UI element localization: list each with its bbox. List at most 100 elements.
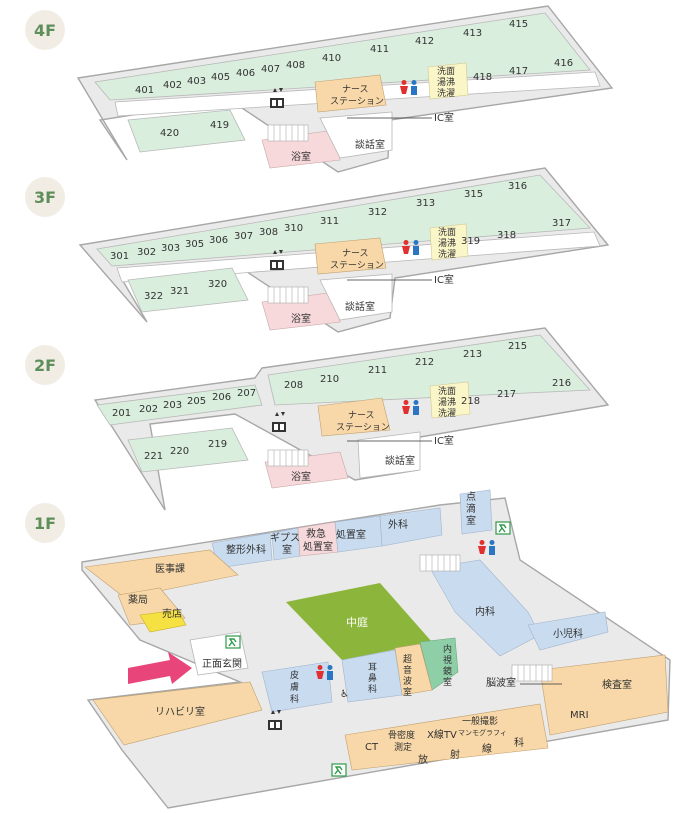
room-401: 401 (135, 85, 154, 96)
derma-3: 科 (290, 693, 299, 705)
ultrasound-4: 室 (403, 686, 412, 698)
room-308: 308 (259, 227, 278, 238)
ent-3: 科 (368, 683, 377, 695)
room-210: 210 (320, 374, 339, 385)
main-entrance: 正面玄関 (202, 657, 242, 670)
room-415: 415 (509, 19, 528, 30)
mri-room: MRI (570, 710, 589, 721)
room-307: 307 (234, 231, 253, 242)
room-206: 206 (212, 392, 231, 403)
room-306: 306 (209, 235, 228, 246)
floor-label-4f: 4F (34, 21, 56, 40)
bath-4f: 浴室 (291, 150, 311, 163)
room-420: 420 (160, 128, 179, 139)
endoscopy-4: 室 (443, 676, 452, 688)
room-220: 220 (170, 446, 189, 457)
room-215: 215 (508, 341, 527, 352)
emergency-1: 救急 (306, 527, 326, 540)
ent-1: 耳 (368, 662, 377, 673)
room-408: 408 (286, 60, 305, 71)
bath-2f: 浴室 (291, 470, 311, 483)
room-322: 322 (144, 291, 163, 302)
drip-room-1: 点 (466, 491, 476, 503)
room-407: 407 (261, 64, 280, 75)
room-315: 315 (464, 189, 483, 200)
room-319: 319 (461, 236, 480, 247)
derma-2: 膚 (290, 681, 299, 693)
xray-tv: X線TV (427, 728, 457, 741)
brainwave-room: 脳波室 (486, 676, 516, 689)
room-202: 202 (139, 404, 158, 415)
talk-room-2f: 談話室 (385, 454, 415, 467)
room-203: 203 (163, 400, 182, 411)
room-305: 305 (185, 239, 204, 250)
floor-1f: 1F ♿ (25, 489, 671, 809)
floor-label-2f: 2F (34, 356, 56, 375)
radiology-4: 科 (514, 736, 524, 749)
wash-3f-1: 洗面 (438, 226, 456, 238)
room-316: 316 (508, 181, 527, 192)
nurse-station-4f-2: ステーション (330, 96, 384, 107)
room-213: 213 (463, 349, 482, 360)
room-212: 212 (415, 357, 434, 368)
room-303: 303 (161, 243, 180, 254)
floor-label-1f: 1F (34, 514, 56, 533)
room-313: 313 (416, 198, 435, 209)
ultrasound-1: 超 (403, 653, 412, 665)
room-406: 406 (236, 68, 255, 79)
room-419: 419 (210, 120, 229, 131)
room-211: 211 (368, 365, 387, 376)
derma-1: 皮 (290, 669, 299, 681)
room-208: 208 (284, 380, 303, 391)
room-402: 402 (163, 80, 182, 91)
ic-room-4f: IC室 (434, 111, 454, 124)
internal-medicine: 内科 (475, 605, 495, 618)
floor-badge-3f (25, 177, 65, 217)
room-317: 317 (552, 218, 571, 229)
medical-affairs: 医事課 (155, 562, 185, 575)
wash-2f-1: 洗面 (438, 385, 456, 397)
room-312: 312 (368, 207, 387, 218)
drip-room-3: 室 (466, 514, 476, 527)
entrance-arrow-icon (128, 652, 192, 684)
talk-room-4f: 談話室 (355, 138, 385, 151)
floor-badge-2f (25, 345, 65, 385)
nurse-station-2f-1: ナース (348, 410, 375, 421)
nurse-station-2f-2: ステーション (336, 422, 390, 433)
ic-room-3f: IC室 (434, 273, 454, 286)
room-410: 410 (322, 53, 341, 64)
wash-3f-2: 湯沸 (438, 237, 456, 249)
room-405: 405 (211, 72, 230, 83)
pediatrics: 小児科 (553, 627, 583, 640)
floor-4f: 4F (25, 5, 614, 173)
nurse-station-4f-1: ナース (342, 84, 369, 95)
room-207: 207 (237, 388, 256, 399)
room-217: 217 (497, 389, 516, 400)
mammography: マンモグラフィ (458, 728, 507, 737)
wash-4f-1: 洗面 (437, 65, 455, 77)
surgery-room: 外科 (388, 518, 408, 531)
floor-2f: 2F (25, 327, 610, 511)
room-218: 218 (461, 396, 480, 407)
room-417: 417 (509, 66, 528, 77)
wash-2f-2: 湯沸 (438, 396, 456, 408)
room-416: 416 (554, 58, 573, 69)
wash-2f-3: 洗濯 (438, 407, 456, 419)
room-411: 411 (370, 44, 389, 55)
room-321: 321 (170, 286, 189, 297)
wash-4f-2: 湯沸 (437, 76, 455, 88)
room-311: 311 (320, 216, 339, 227)
emergency-2: 処置室 (303, 540, 333, 553)
lab-room: 検査室 (602, 678, 632, 691)
room-318: 318 (497, 230, 516, 241)
room-201: 201 (112, 408, 131, 419)
room-310: 310 (284, 223, 303, 234)
orthopedics: 整形外科 (226, 543, 266, 556)
radiology-1: 放 (418, 753, 428, 766)
ent-2: 鼻 (368, 672, 377, 684)
courtyard-label: 中庭 (346, 615, 368, 629)
endoscopy-1: 内 (443, 643, 452, 655)
room-413: 413 (463, 28, 482, 39)
endoscopy-2: 視 (443, 654, 452, 666)
